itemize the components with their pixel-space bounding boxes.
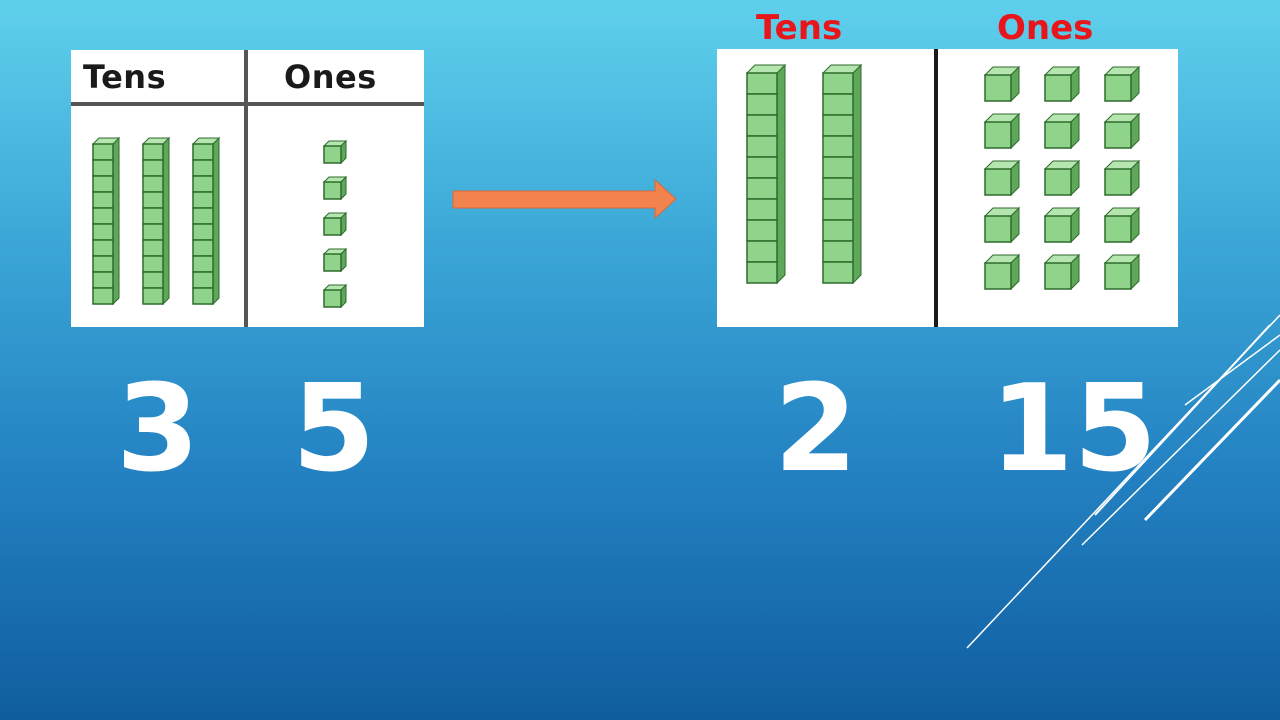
unit-cube-icon [1105, 114, 1139, 148]
ten-rod-icon [823, 65, 861, 283]
unit-cube-icon [324, 213, 346, 235]
unit-cube-icon [1105, 255, 1139, 289]
unit-cube-icon [985, 67, 1019, 101]
ten-rod-icon [193, 138, 219, 304]
right-base-ten-blocks [717, 49, 1178, 327]
unit-cube-icon [1045, 255, 1079, 289]
left-place-value-chart: Tens Ones [71, 50, 424, 327]
right-tens-number: 2 [774, 370, 858, 490]
ten-rod-icon [747, 65, 785, 283]
ten-rod-icon [93, 138, 119, 304]
unit-cube-icon [1105, 208, 1139, 242]
unit-cube-icon [324, 285, 346, 307]
ten-rod-icon [143, 138, 169, 304]
unit-cube-icon [985, 208, 1019, 242]
unit-cube-icon [1105, 67, 1139, 101]
left-ones-number: 5 [292, 370, 376, 490]
unit-cube-icon [1045, 67, 1079, 101]
unit-cube-icon [985, 161, 1019, 195]
unit-cube-icon [324, 177, 346, 199]
left-tens-number: 3 [116, 370, 200, 490]
unit-cube-icon [1105, 161, 1139, 195]
unit-cube-icon [1045, 114, 1079, 148]
unit-cube-icon [324, 141, 346, 163]
right-arrow-icon [450, 178, 680, 222]
unit-cube-icon [985, 255, 1019, 289]
unit-cube-icon [1045, 161, 1079, 195]
decorative-diagonal-lines [950, 300, 1280, 660]
unit-cube-icon [324, 249, 346, 271]
right-tens-label: Tens [756, 8, 842, 48]
unit-cube-icon [985, 114, 1019, 148]
right-place-value-chart [717, 49, 1178, 327]
left-base-ten-blocks [71, 50, 424, 327]
unit-cube-icon [1045, 208, 1079, 242]
right-ones-label: Ones [997, 8, 1093, 48]
